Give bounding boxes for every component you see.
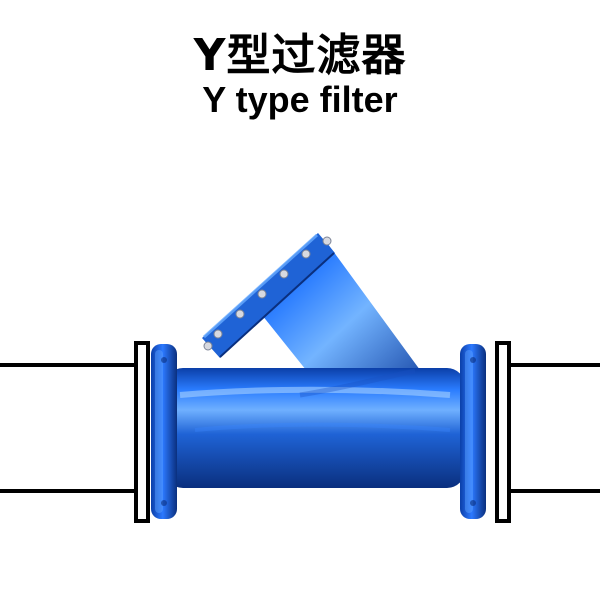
cover-bolts (203, 236, 332, 351)
weld-seam (299, 368, 416, 398)
title-block: Y型过滤器 Y type filter (0, 30, 600, 120)
cover-flange (202, 233, 335, 358)
right-flange (460, 344, 486, 519)
right-pipe (495, 341, 600, 523)
main-body (165, 368, 465, 488)
left-flange (151, 344, 177, 519)
title-chinese: Y型过滤器 (193, 30, 407, 81)
left-pipe (0, 341, 150, 523)
title-english: Y type filter (202, 79, 398, 120)
